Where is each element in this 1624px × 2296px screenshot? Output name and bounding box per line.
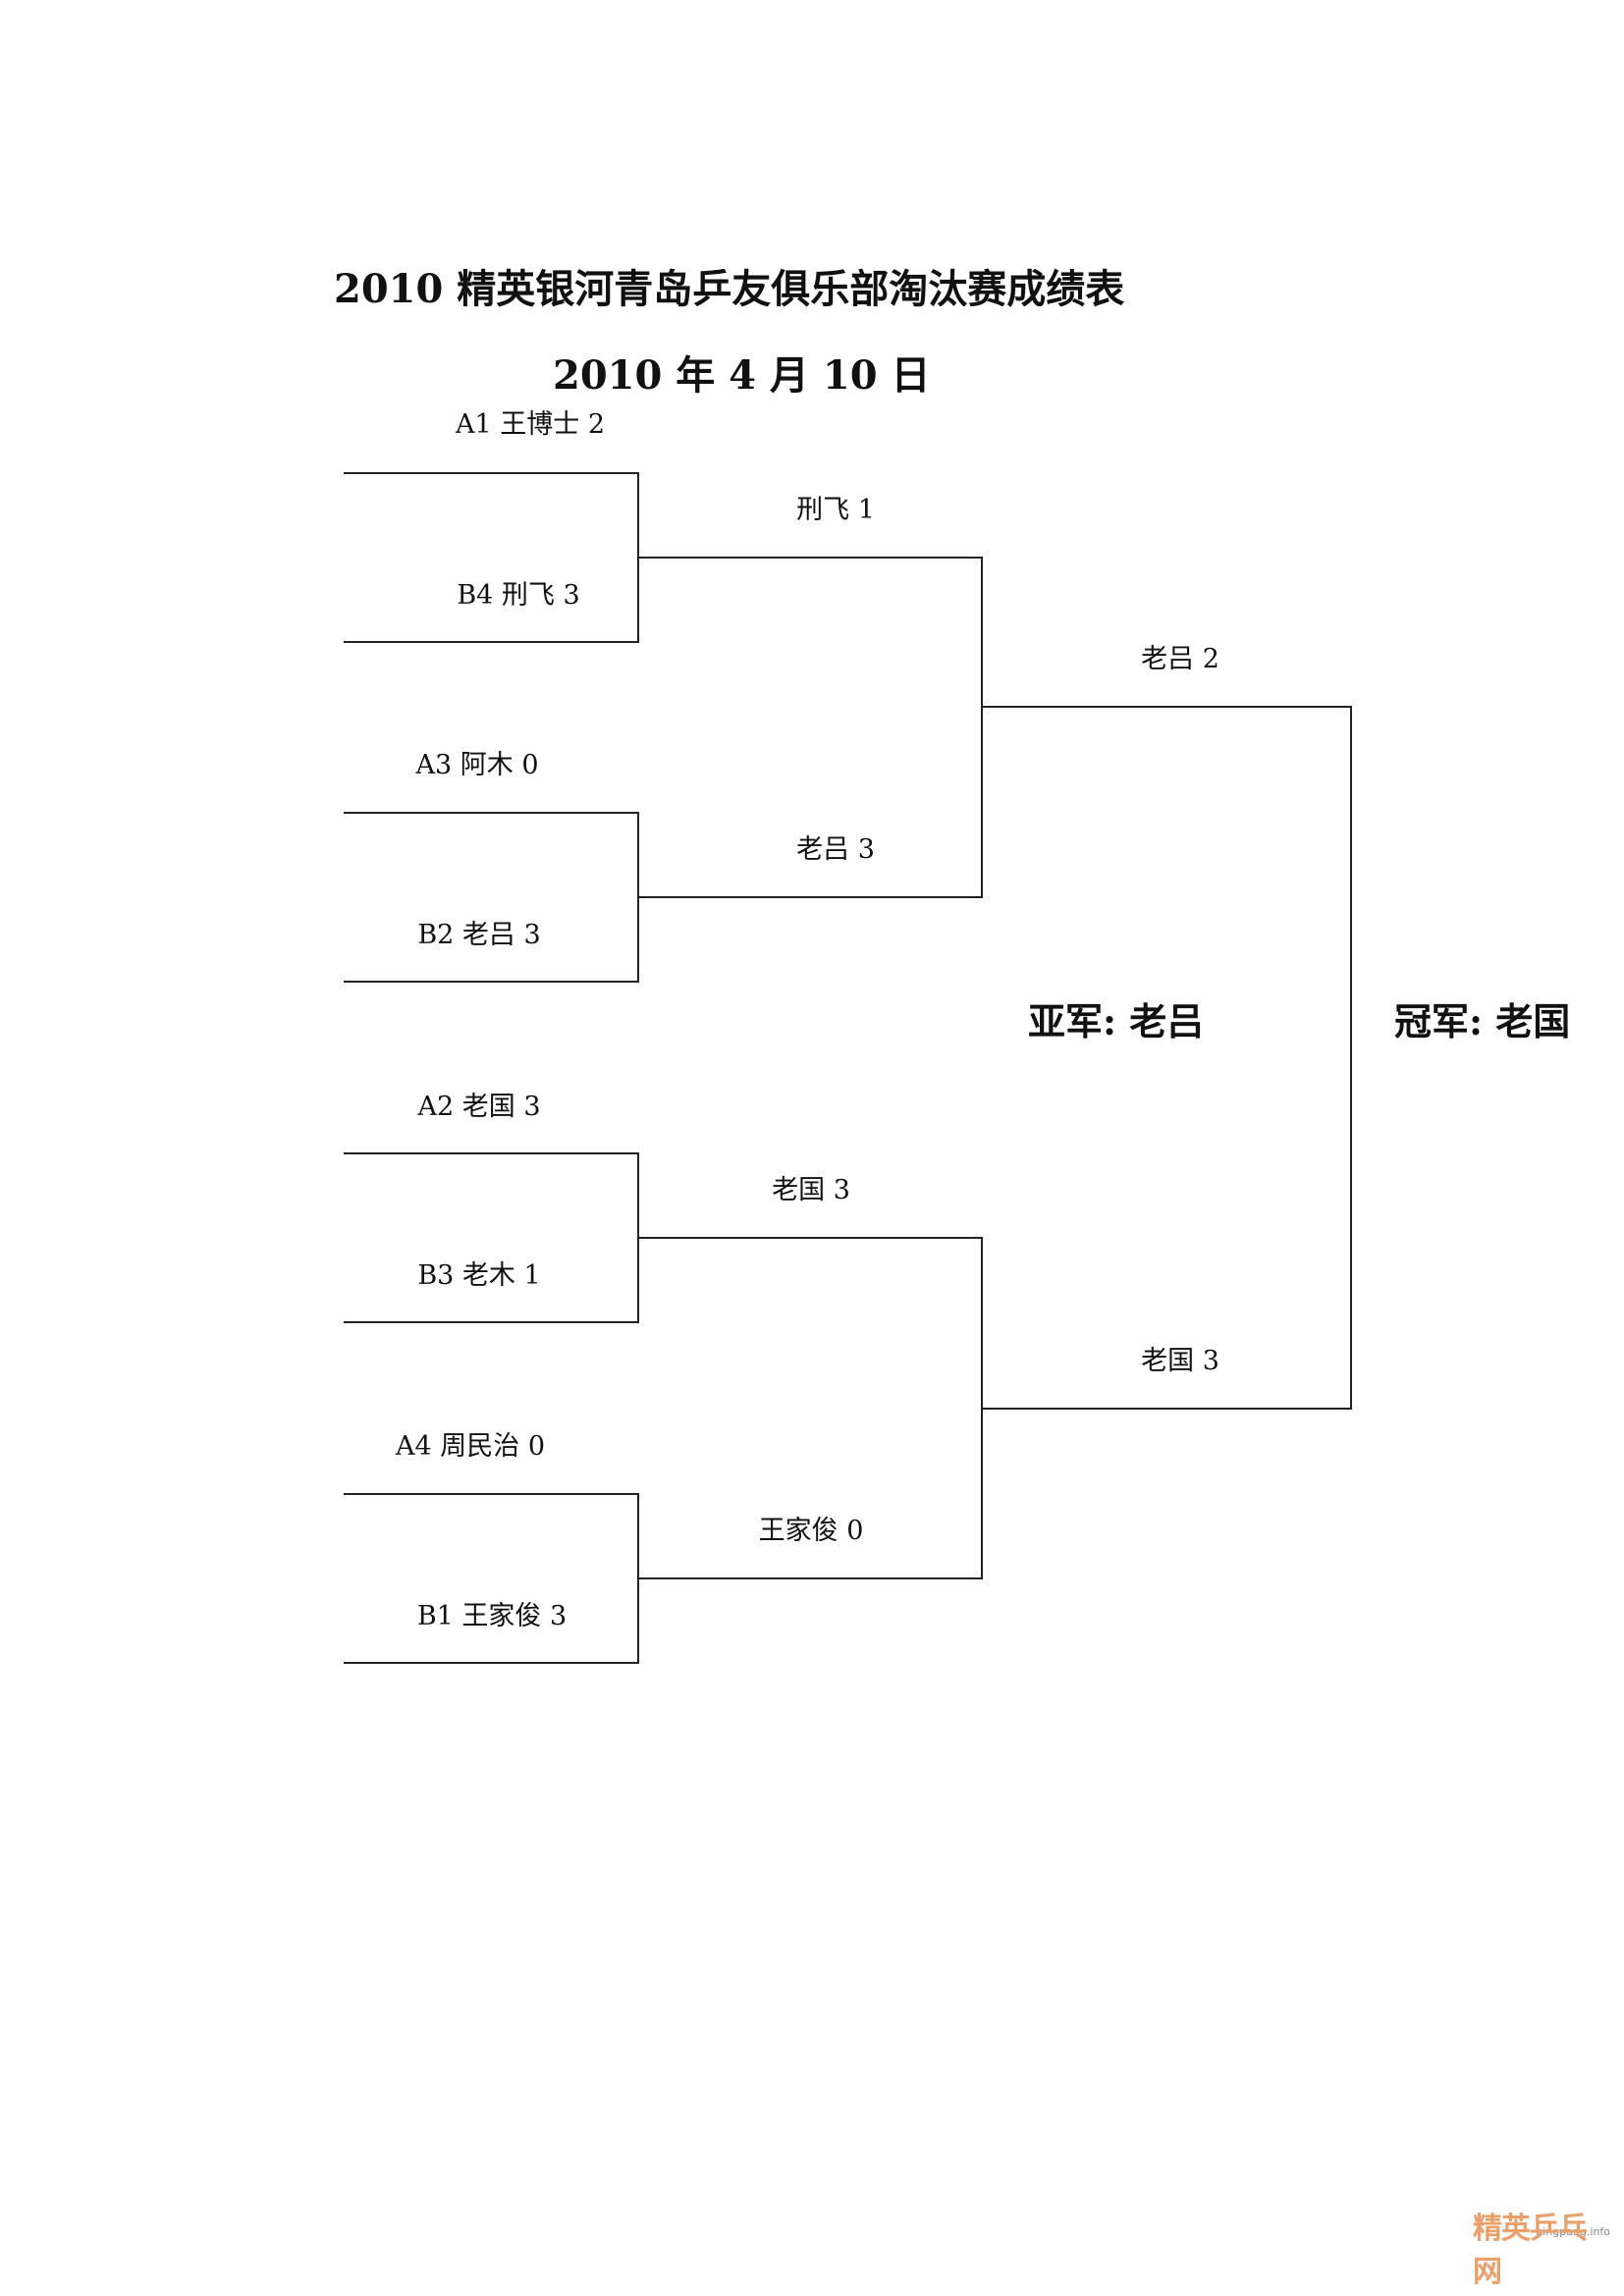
- page-date: 2010 年 4 月 10 日: [553, 352, 931, 399]
- r1-match1-top: A1 王博士 2: [455, 409, 606, 440]
- r1-match4-bottom: B1 王家俊 3: [416, 1601, 568, 1631]
- bracket-semi-1: [638, 557, 983, 898]
- watermark-logo: 精英乒乓网: [1473, 2212, 1588, 2289]
- r1-match2-top: A3 阿木 0: [415, 750, 539, 780]
- bracket-match-3: [344, 1152, 639, 1323]
- r1-match3-top: A2 老国 3: [417, 1092, 541, 1122]
- r2-semi2-bottom: 王家俊 0: [758, 1516, 864, 1546]
- r2-semi2-top: 老国 3: [772, 1175, 850, 1205]
- bracket-match-1: [344, 472, 639, 643]
- final-bottom: 老国 3: [1141, 1346, 1219, 1376]
- bracket-final: [982, 706, 1352, 1410]
- bracket-match-2: [344, 812, 639, 983]
- runner-up-label: 亚军: 老吕: [1028, 999, 1205, 1043]
- final-top: 老吕 2: [1141, 644, 1219, 674]
- r1-match4-top: A4 周民治 0: [395, 1431, 546, 1462]
- r1-match3-bottom: B3 老木 1: [417, 1260, 541, 1291]
- site-watermark: pingpang.info 精英乒乓网: [1473, 2212, 1620, 2290]
- r1-match2-bottom: B2 老吕 3: [417, 920, 541, 950]
- r1-match1-bottom: B4 刑飞 3: [457, 580, 580, 611]
- page-title: 2010 精英银河青岛乒友俱乐部淘汰赛成绩表: [334, 266, 1125, 312]
- watermark-url: pingpang.info: [1536, 2225, 1610, 2238]
- bracket-match-4: [344, 1493, 639, 1664]
- r2-semi1-top: 刑飞 1: [796, 495, 875, 525]
- champion-label: 冠军: 老国: [1394, 999, 1571, 1043]
- r2-semi1-bottom: 老吕 3: [796, 834, 875, 865]
